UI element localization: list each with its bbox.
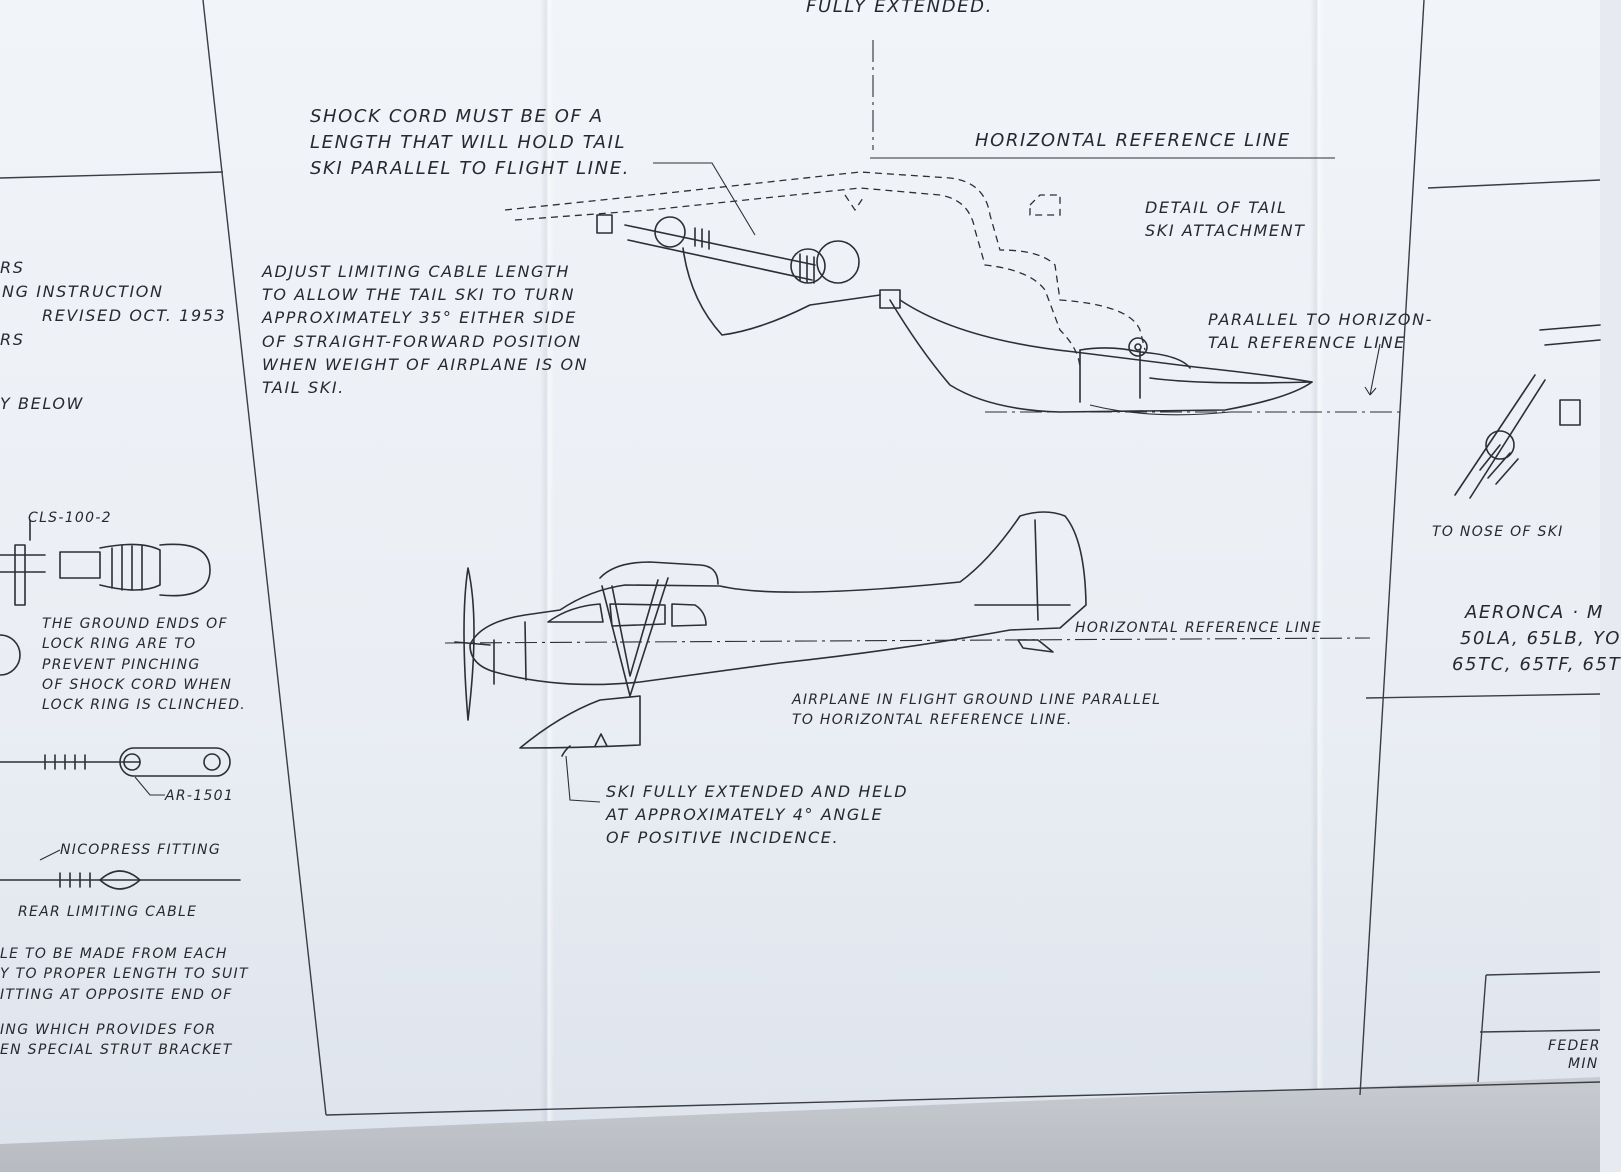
- left-line-2: NG INSTRUCTION: [2, 282, 164, 301]
- federal-line-1: FEDER: [1548, 1038, 1601, 1054]
- paper-fold-left: [540, 0, 554, 1172]
- ground-ends-note: THE GROUND ENDS OF LOCK RING ARE TO PREV…: [42, 616, 247, 714]
- ski-extended-note: SKI FULLY EXTENDED AND HELD AT APPROXIMA…: [606, 782, 909, 848]
- airplane-side-view: [444, 511, 1371, 803]
- cable-note: LE TO BE MADE FROM EACH Y TO PROPER LENG…: [0, 946, 249, 1003]
- to-nose-label: TO NOSE OF SKI: [1432, 524, 1564, 540]
- federal-line-2: MIN: [1568, 1056, 1599, 1072]
- left-parts: [0, 519, 241, 890]
- top-note: FULLY EXTENDED.: [806, 0, 993, 17]
- left-line-1: RS: [0, 258, 25, 277]
- cls-part-label: CLS-100-2: [28, 510, 112, 526]
- shock-cord-note: SHOCK CORD MUST BE OF A LENGTH THAT WILL…: [310, 106, 631, 180]
- detail-title: DETAIL OF TAIL SKI ATTACHMENT: [1145, 198, 1306, 241]
- nicopress-label: NICOPRESS FITTING: [60, 842, 221, 858]
- models-line-2: 65TC, 65TF, 65T: [1452, 654, 1621, 675]
- tail-ski-detail: [504, 162, 1400, 416]
- models-line-1: 50LA, 65LB, YO: [1460, 628, 1621, 649]
- right-detail: [1454, 324, 1601, 499]
- sheet-frame: [0, 0, 1601, 1116]
- left-line-4: RS: [0, 330, 25, 349]
- in-flight-note: AIRPLANE IN FLIGHT GROUND LINE PARALLEL …: [792, 692, 1162, 729]
- aeronca-title: AERONCA · M: [1465, 602, 1605, 623]
- left-line-5: Y BELOW: [0, 394, 84, 413]
- parallel-note: PARALLEL TO HORIZON- TAL REFERENCE LINE: [1208, 310, 1434, 353]
- paper-fold-right: [1310, 0, 1324, 1172]
- airplane-reference-line-label: HORIZONTAL REFERENCE LINE: [1075, 620, 1322, 636]
- ar-part-label: AR-1501: [165, 788, 235, 804]
- rear-cable-label: REAR LIMITING CABLE: [18, 904, 198, 920]
- bracket-note: ING WHICH PROVIDES FOR EN SPECIAL STRUT …: [0, 1022, 233, 1059]
- left-line-3: REVISED OCT. 1953: [42, 306, 227, 325]
- adjust-note: ADJUST LIMITING CABLE LENGTH TO ALLOW TH…: [262, 262, 589, 397]
- horizontal-reference-line-top-label: HORIZONTAL REFERENCE LINE: [975, 130, 1291, 151]
